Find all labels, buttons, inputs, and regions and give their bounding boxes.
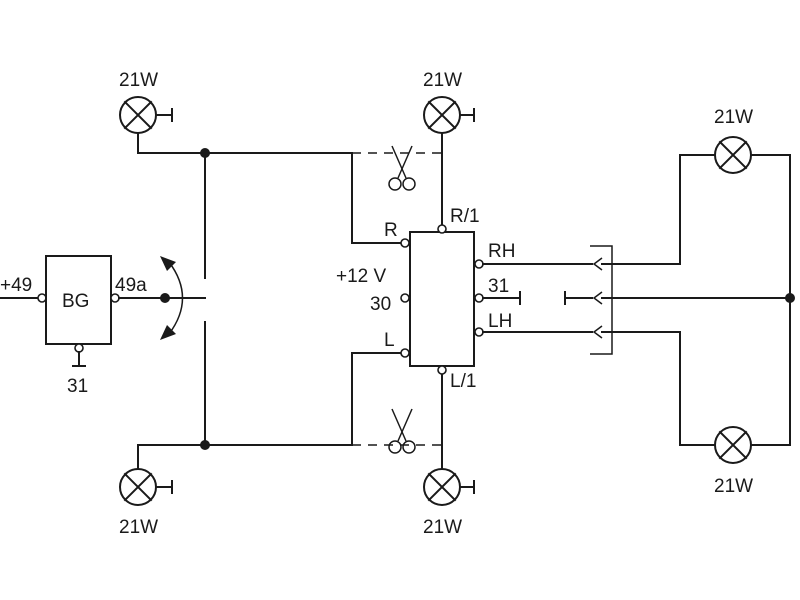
label-relay-r: R (384, 220, 398, 241)
label-lamp-bottom-left: 21W (119, 517, 158, 538)
lamp-top-center (423, 96, 475, 134)
scissors-icon-bottom (388, 408, 416, 454)
label-bg-31: 31 (67, 376, 88, 397)
label-relay-12v: +12 V (336, 266, 387, 287)
label-relay-r1: R/1 (450, 206, 480, 227)
label-relay-lh: LH (488, 311, 512, 332)
lamp-bottom-left (119, 468, 173, 506)
label-49a: 49a (115, 275, 147, 296)
junction-right (785, 293, 795, 303)
right-wiring (679, 154, 791, 446)
label-lamp-top-center: 21W (423, 70, 462, 91)
label-relay-rh: RH (488, 241, 515, 262)
lamp-top-right (714, 136, 752, 174)
label-relay-l: L (384, 330, 395, 351)
junction-top-left (200, 148, 210, 158)
label-plus49: +49 (0, 275, 32, 296)
bg-unit (0, 255, 161, 367)
lamp-bottom-center (423, 468, 475, 506)
indicator-switch (160, 256, 206, 340)
label-bg: BG (62, 291, 89, 312)
label-lamp-bottom-center: 21W (423, 517, 462, 538)
relay-module (400, 224, 484, 375)
label-relay-l1: L/1 (450, 371, 476, 392)
label-lamp-top-left: 21W (119, 70, 158, 91)
lamp-bottom-right (714, 426, 752, 464)
lamp-top-left (119, 96, 173, 134)
trailer-connector (482, 245, 791, 355)
junction-bottom-left (200, 440, 210, 450)
label-relay-31: 31 (488, 276, 509, 297)
left-wiring (137, 132, 443, 470)
label-relay-30: 30 (370, 294, 391, 315)
label-lamp-bottom-right: 21W (714, 476, 753, 497)
label-lamp-top-right: 21W (714, 107, 753, 128)
scissors-icon-top (388, 145, 416, 191)
